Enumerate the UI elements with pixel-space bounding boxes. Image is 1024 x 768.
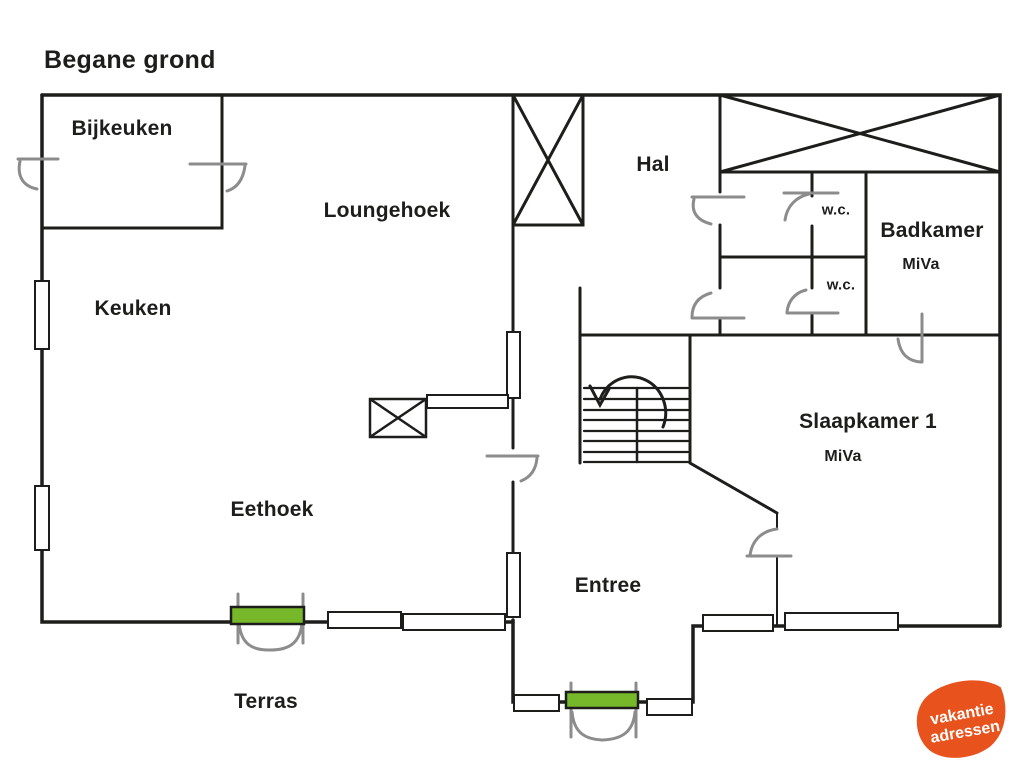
window-entree-left bbox=[513, 694, 560, 712]
window-central-2 bbox=[506, 552, 521, 618]
door-wc-lower-icon bbox=[785, 288, 840, 315]
counter-box bbox=[368, 397, 428, 439]
door-entree-slaapkamer-icon bbox=[745, 527, 793, 558]
green-doors bbox=[229, 605, 640, 710]
room-label-wc-upper: w.c. bbox=[821, 201, 851, 219]
room-label-wc-lower: w.c. bbox=[826, 276, 856, 294]
room-label-bijkeuken: Bijkeuken bbox=[71, 117, 173, 140]
room-label-slaapkamer1: Slaapkamer 1 bbox=[799, 410, 937, 433]
room-label-badkamer: Badkamer bbox=[880, 219, 984, 242]
window-entree-right bbox=[646, 698, 693, 716]
door-bijkeuken-exterior-icon bbox=[16, 157, 60, 191]
door-slaapkamer-top-icon bbox=[896, 312, 924, 364]
room-note-badkamer-miva: MiVa bbox=[902, 256, 940, 273]
green-door-terras bbox=[229, 605, 306, 626]
stairs bbox=[582, 375, 690, 464]
room-note-slaapkamer1-miva: MiVa bbox=[824, 448, 862, 465]
door-hal-upper-icon bbox=[690, 195, 746, 226]
window-eethoek bbox=[34, 485, 50, 551]
stair-direction-arrow bbox=[598, 375, 668, 429]
door-bijkeuken-interior-icon bbox=[188, 162, 248, 193]
door-central-wall-icon bbox=[485, 454, 540, 483]
room-label-hal: Hal bbox=[636, 153, 670, 176]
window-terras-1 bbox=[327, 611, 402, 629]
window-keuken bbox=[34, 280, 50, 350]
room-label-keuken: Keuken bbox=[94, 297, 172, 320]
door-wc-upper-icon bbox=[782, 191, 840, 222]
window-central-1 bbox=[506, 331, 521, 399]
logo: vakantie adressen bbox=[916, 680, 1006, 758]
room-label-eethoek: Eethoek bbox=[230, 498, 314, 521]
closet-box-top-right bbox=[718, 93, 1002, 174]
windows bbox=[34, 280, 899, 716]
stair-arrowhead-icon bbox=[588, 384, 611, 409]
logo-blob-icon bbox=[916, 680, 1006, 758]
window-slaapkamer-1 bbox=[702, 614, 774, 632]
window-slaapkamer-2 bbox=[784, 612, 899, 631]
door-hal-lower-icon bbox=[690, 291, 746, 320]
green-door-entree bbox=[564, 690, 640, 710]
room-label-loungehoek: Loungehoek bbox=[323, 199, 451, 222]
page-title: Begane grond bbox=[44, 46, 216, 74]
window-terras-2 bbox=[402, 613, 506, 631]
closet-box-hal bbox=[511, 93, 585, 227]
window-counter bbox=[426, 394, 509, 409]
room-label-terras: Terras bbox=[234, 690, 298, 713]
room-label-entree: Entree bbox=[574, 574, 642, 597]
door-symbols bbox=[16, 157, 924, 742]
